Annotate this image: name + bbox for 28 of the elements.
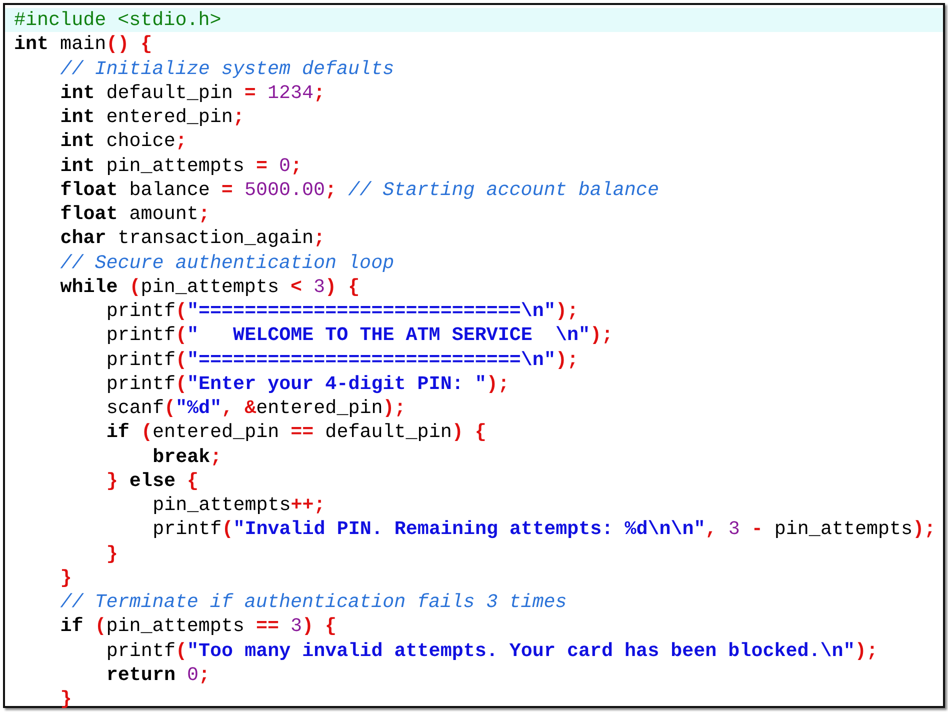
code-line: // Secure authentication loop — [60, 250, 394, 274]
code-line: } — [60, 687, 72, 711]
code-line: int default_pin = 1234; — [60, 80, 326, 105]
code-line: int main() { — [14, 32, 152, 56]
code-line: float amount; — [60, 202, 210, 226]
code-line: char transaction_again; — [60, 226, 326, 250]
code-line: while (pin_attempts < 3) { — [60, 274, 360, 299]
code-line: break; — [152, 444, 222, 468]
code-line: printf("Enter your 4-digit PIN: "); — [106, 372, 510, 396]
code-line: int entered_pin; — [60, 105, 244, 129]
code-line: } else { — [106, 468, 199, 493]
code-line: scanf("%d", &entered_pin); — [106, 396, 406, 420]
code-line: printf("Too many invalid attempts. Your card has been blocked.\n"); — [106, 638, 878, 662]
code-line: } — [60, 566, 72, 590]
code-line: // Terminate if authentication fails 3 times — [60, 590, 567, 614]
code-line: } — [106, 542, 118, 566]
code-line: if (pin_attempts == 3) { — [60, 614, 337, 638]
code-line: printf("============================\n"); — [106, 299, 578, 323]
code-line: int choice; — [60, 129, 187, 154]
code-line: printf(" WELCOME TO THE ATM SERVICE \n"); — [106, 323, 614, 348]
code-line: printf("============================\n"); — [106, 348, 578, 372]
code-line: int pin_attempts = 0; — [60, 154, 302, 178]
code-line: printf("Invalid PIN. Remaining attempts: %d\n\n", 3 - pin_attempts); — [152, 517, 936, 542]
code-line: if (entered_pin == default_pin) { — [106, 420, 486, 444]
code-line: float balance = 5000.00; // Starting account balance — [60, 178, 659, 202]
code-line: // Initialize system defaults — [60, 56, 394, 80]
code-line: pin_attempts++; — [152, 493, 326, 517]
code-line: return 0; — [106, 662, 210, 687]
